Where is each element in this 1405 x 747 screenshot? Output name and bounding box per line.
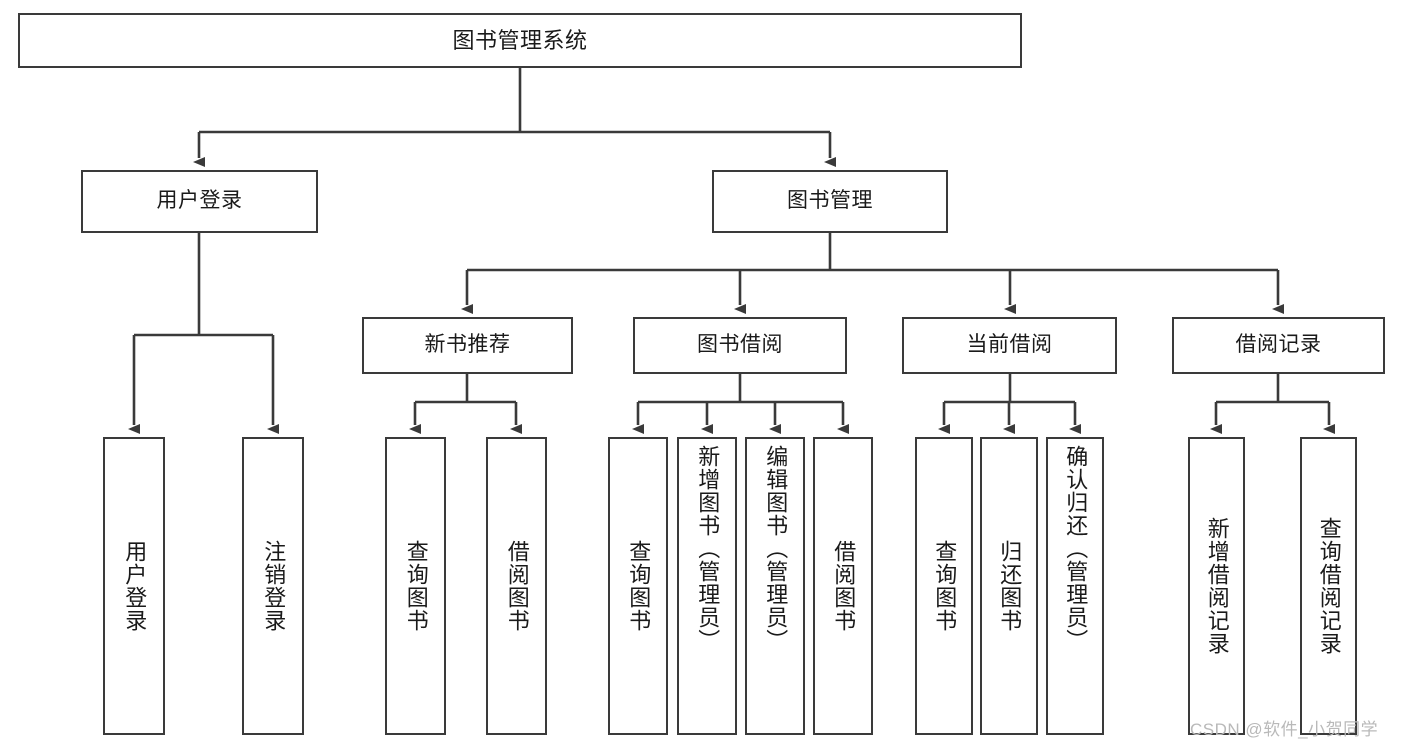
leaf-add-borrow-record[interactable]: 新增借阅记录 <box>1188 437 1245 735</box>
node-label: 查询图书 <box>932 540 958 632</box>
node-label: 编辑图书（管理员） <box>763 445 789 652</box>
node-label: 借阅记录 <box>1235 333 1322 357</box>
node-label: 查询图书 <box>403 540 429 632</box>
leaf-query-book-current[interactable]: 查询图书 <box>915 437 973 735</box>
node-label: 用户登录 <box>122 540 148 632</box>
node-label: 图书管理 <box>787 189 873 213</box>
node-label: 查询借阅记录 <box>1316 517 1342 655</box>
leaf-borrow-book-recommend[interactable]: 借阅图书 <box>486 437 547 735</box>
node-user-login[interactable]: 用户登录 <box>81 170 318 233</box>
node-label: 新增借阅记录 <box>1204 517 1230 655</box>
node-label: 归还图书 <box>997 540 1023 632</box>
node-new-book-recommend[interactable]: 新书推荐 <box>362 317 573 374</box>
node-label: 借阅图书 <box>831 540 857 632</box>
node-label: 查询图书 <box>626 540 652 632</box>
leaf-add-book[interactable]: 新增图书（管理员） <box>677 437 737 735</box>
leaf-user-login[interactable]: 用户登录 <box>103 437 165 735</box>
node-label: 新增图书（管理员） <box>695 445 721 652</box>
leaf-confirm-return[interactable]: 确认归还（管理员） <box>1046 437 1104 735</box>
node-label: 借阅图书 <box>504 540 530 632</box>
node-borrow-record[interactable]: 借阅记录 <box>1172 317 1385 374</box>
leaf-return-book[interactable]: 归还图书 <box>980 437 1038 735</box>
watermark-text: CSDN @软件_小贺同学 <box>1190 720 1379 739</box>
leaf-query-book-recommend[interactable]: 查询图书 <box>385 437 446 735</box>
node-label: 新书推荐 <box>424 333 511 357</box>
node-root-system[interactable]: 图书管理系统 <box>18 13 1022 68</box>
node-label: 用户登录 <box>156 189 243 213</box>
node-label: 确认归还（管理员） <box>1063 445 1089 652</box>
leaf-borrow-book-borrow[interactable]: 借阅图书 <box>813 437 873 735</box>
node-current-borrow[interactable]: 当前借阅 <box>902 317 1117 374</box>
leaf-query-book-borrow[interactable]: 查询图书 <box>608 437 668 735</box>
node-label: 注销登录 <box>261 540 287 632</box>
leaf-query-borrow-record[interactable]: 查询借阅记录 <box>1300 437 1357 735</box>
node-label: 图书管理系统 <box>452 27 588 53</box>
node-label: 图书借阅 <box>697 333 783 357</box>
node-book-borrow[interactable]: 图书借阅 <box>633 317 847 374</box>
leaf-edit-book[interactable]: 编辑图书（管理员） <box>745 437 805 735</box>
node-label: 当前借阅 <box>966 333 1053 357</box>
node-book-management[interactable]: 图书管理 <box>712 170 948 233</box>
leaf-logout-login[interactable]: 注销登录 <box>242 437 304 735</box>
